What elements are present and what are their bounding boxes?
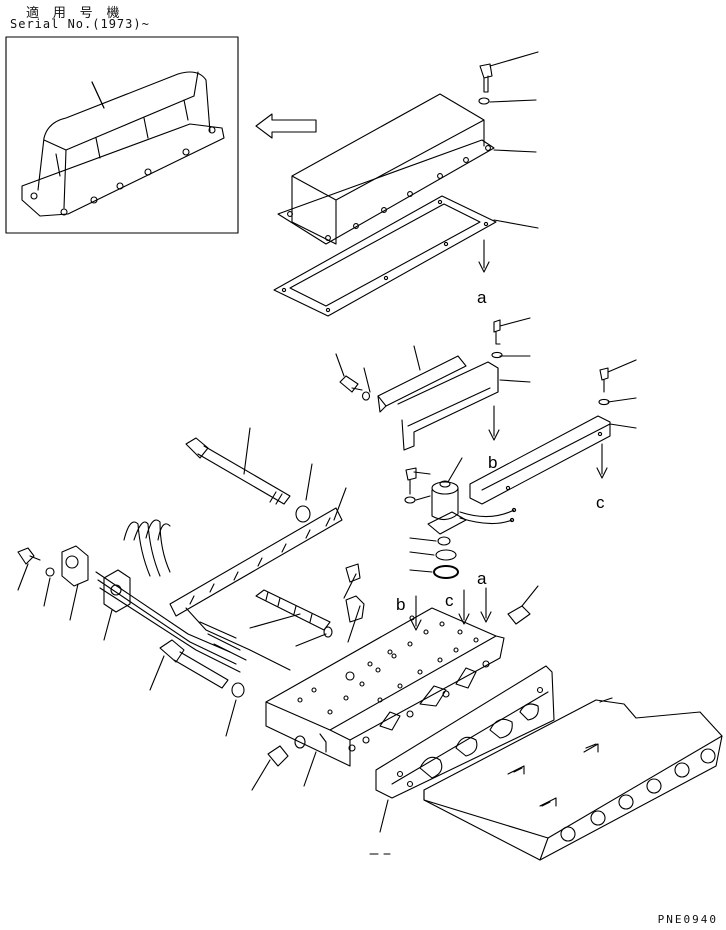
label-c-body: c <box>445 591 454 610</box>
top-gasket <box>273 195 497 317</box>
label-b-mid: b <box>488 453 497 472</box>
o-ring-mid <box>435 549 457 561</box>
long-bolt <box>185 437 291 505</box>
page-code: PNE0940 <box>657 913 718 926</box>
label-b-body: b <box>396 595 405 614</box>
bracket-bolt <box>339 375 363 393</box>
spool <box>255 589 333 638</box>
bracket-c <box>469 415 611 505</box>
lower-case <box>423 697 723 861</box>
serial-number-label: Serial No.(1973)~ <box>10 17 150 31</box>
o-ring-large <box>433 565 459 579</box>
top-cover <box>277 93 495 245</box>
label-a-body: a <box>477 569 487 588</box>
side-plug <box>507 605 531 625</box>
o-ring-small <box>437 536 451 546</box>
plug-lower <box>345 595 365 623</box>
applicable-serial-title: 適 用 号 機 <box>26 6 123 21</box>
top-bolt <box>479 63 493 93</box>
bottom-plug <box>267 745 289 767</box>
bracket-b <box>377 355 499 451</box>
plug-upper <box>345 563 361 583</box>
connector-wiring <box>95 519 241 673</box>
solenoid-valve <box>427 480 517 535</box>
lower-long-bolt <box>159 639 229 689</box>
label-a-top: a <box>477 288 487 307</box>
label-c-mid: c <box>596 493 605 512</box>
valve-body <box>265 607 505 767</box>
direction-arrow <box>255 113 317 139</box>
separator-plate <box>375 665 555 799</box>
top-washer <box>478 97 490 105</box>
inset-frame <box>5 36 239 234</box>
connector <box>61 545 131 613</box>
harness-channel <box>169 507 343 617</box>
